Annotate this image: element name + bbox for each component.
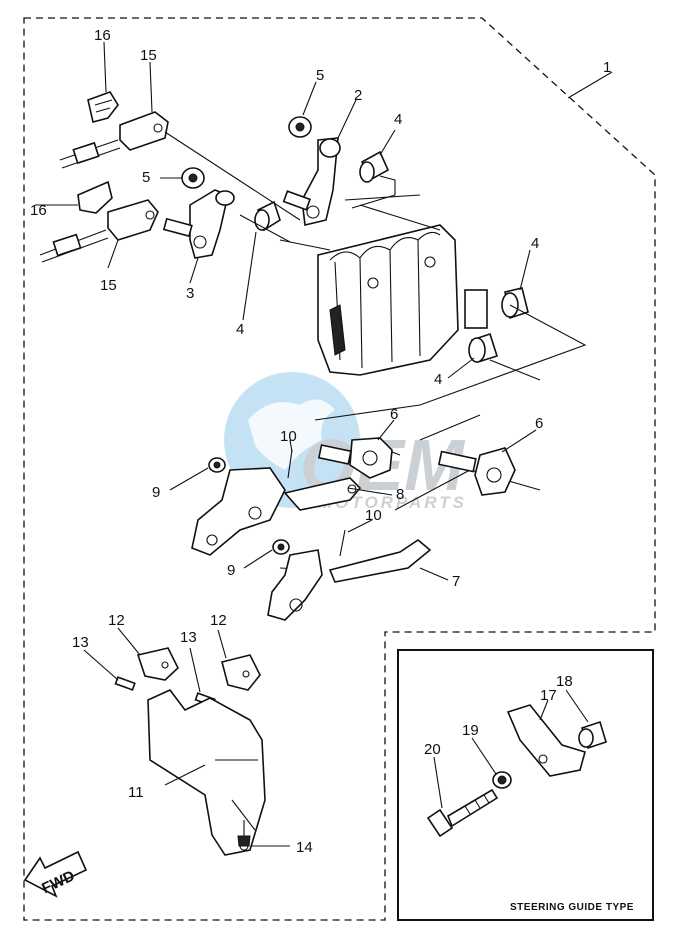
callout-3: 3: [186, 285, 194, 302]
callout-6a: 6: [390, 406, 398, 423]
callout-14: 14: [296, 839, 313, 856]
callout-6b: 6: [535, 415, 543, 432]
part-16-clip-upper: [87, 91, 119, 123]
part-12-clip-left: [136, 647, 179, 681]
callout-16a: 16: [94, 27, 111, 44]
part-10-pin-upper: [287, 449, 293, 479]
part-4-bushing-d: [468, 332, 499, 364]
part-3-lever: [162, 189, 235, 259]
callout-20: 20: [424, 741, 441, 758]
inset-box: [397, 649, 654, 921]
engine-block: [317, 224, 488, 376]
part-18-collar: [578, 720, 607, 750]
part-14-screw: [237, 820, 251, 847]
leader-lines: [35, 41, 613, 847]
callout-12a: 12: [108, 612, 125, 629]
part-16-clip-lower: [77, 180, 113, 214]
part-5-nut-upper: [288, 116, 312, 138]
callout-4c: 4: [531, 235, 539, 252]
callout-10b: 10: [365, 507, 382, 524]
part-6-bracket-right: [437, 447, 516, 496]
callout-19: 19: [462, 722, 479, 739]
callout-17: 17: [540, 687, 557, 704]
callout-7: 7: [452, 573, 460, 590]
throttle-lever-lower: [267, 549, 323, 621]
part-15-joint-upper: [59, 111, 169, 169]
callout-12b: 12: [210, 612, 227, 629]
part-9-washer-lower: [272, 539, 290, 555]
callout-2: 2: [354, 87, 362, 104]
callout-13b: 13: [180, 629, 197, 646]
fwd-arrow-icon: FWD: [23, 850, 88, 898]
callout-9b: 9: [227, 562, 235, 579]
callout-8: 8: [396, 486, 404, 503]
callout-5b: 5: [142, 169, 150, 186]
part-4-bushing-c: [501, 287, 529, 320]
callout-10a: 10: [280, 428, 297, 445]
part-10-pin-lower: [339, 529, 346, 557]
callout-16b: 16: [30, 202, 47, 219]
callout-15b: 15: [100, 277, 117, 294]
callout-4a: 4: [394, 111, 402, 128]
part-7-link-rod: [328, 539, 432, 583]
part-2-lever: [282, 137, 341, 226]
callout-18: 18: [556, 673, 573, 690]
callout-4b: 4: [236, 321, 244, 338]
callout-4d: 4: [434, 371, 442, 388]
callout-5a: 5: [316, 67, 324, 84]
part-6-bracket-left: [317, 437, 393, 479]
callout-1: 1: [603, 59, 611, 76]
callout-labels: 1 2 3 4 4 4 4 5 5 6 6 7 8 9 9 10 10 11 1…: [30, 27, 634, 913]
part-4-bushing-b: [254, 200, 281, 232]
part-13-pin-left: [114, 676, 136, 691]
callout-13a: 13: [72, 634, 89, 651]
part-12-clip-right: [221, 654, 261, 691]
inset-caption: STEERING GUIDE TYPE: [510, 902, 634, 913]
callout-11: 11: [128, 784, 144, 801]
callout-15a: 15: [140, 47, 157, 64]
part-19-washer: [492, 771, 512, 789]
watermark-subtext: MOTORPARTS: [318, 493, 467, 512]
part-4-bushing-a: [359, 150, 390, 183]
part-15-joint-lower: [39, 199, 159, 263]
part-5-nut-lower: [181, 167, 205, 189]
part-20-bolt: [426, 788, 499, 838]
callout-9a: 9: [152, 484, 160, 501]
part-11-bracket: [147, 689, 266, 856]
part-9-washer-upper: [208, 457, 226, 473]
throttle-lever-upper: [191, 467, 286, 556]
part-17-steering-guide: [506, 704, 586, 777]
main-frame-border: [23, 17, 656, 921]
